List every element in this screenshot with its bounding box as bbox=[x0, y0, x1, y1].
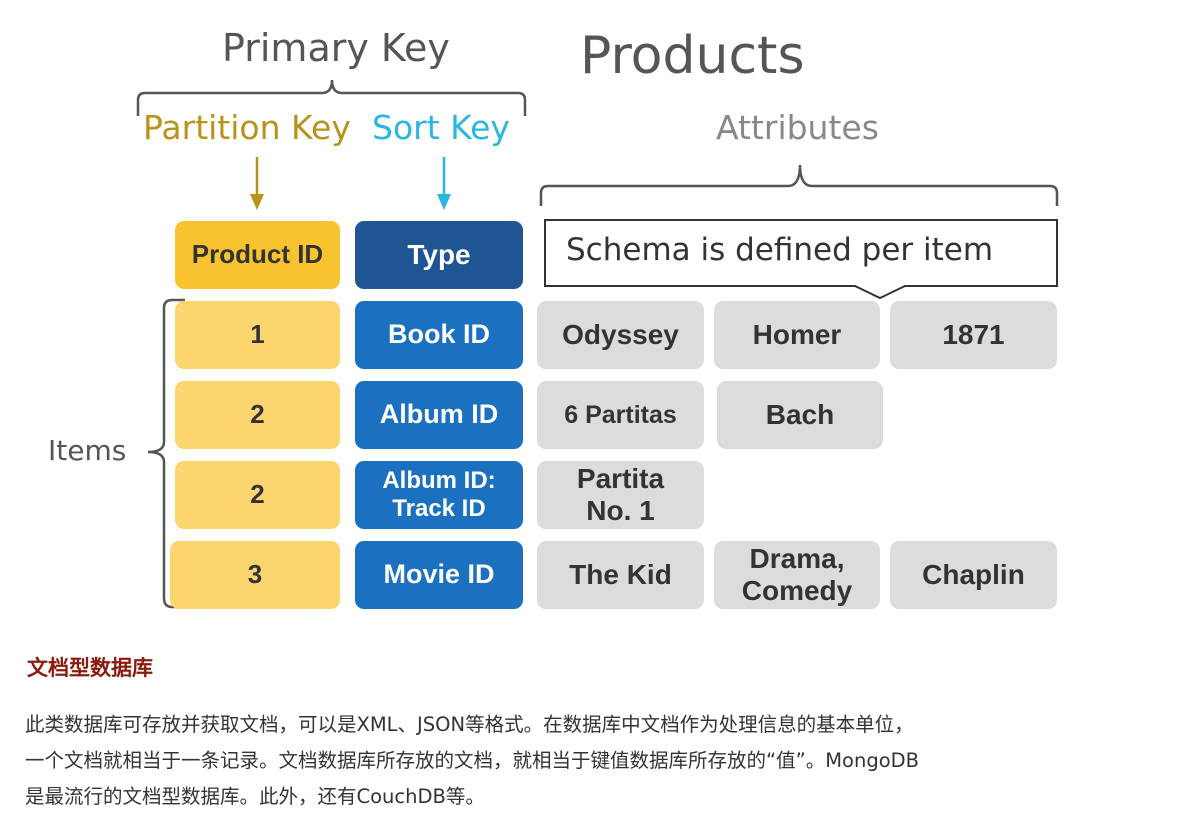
primary-key-label: Primary Key bbox=[222, 26, 450, 70]
row-3-attr-1: Partita No. 1 bbox=[537, 461, 704, 529]
row-4-product-id: 3 bbox=[170, 541, 340, 609]
items-label: Items bbox=[48, 434, 127, 467]
dynamodb-diagram: Primary Key Products Partition Key Sort … bbox=[48, 26, 1059, 609]
attributes-label: Attributes bbox=[716, 108, 879, 147]
row-4-attr-1: The Kid bbox=[537, 541, 704, 609]
primary-key-brace bbox=[136, 79, 527, 116]
diagram-lines bbox=[136, 79, 1059, 609]
sort-key-label: Sort Key bbox=[372, 108, 510, 147]
paragraph-line-2: 一个文档就相当于一条记录。文档数据库所存放的文档，就相当于键值数据库所存放的“值… bbox=[25, 749, 920, 772]
row-1-attr-2: Homer bbox=[714, 301, 880, 369]
row-1-type: Book ID bbox=[355, 301, 523, 369]
row-2-attr-2: Bach bbox=[717, 381, 883, 449]
product-id-header: Product ID bbox=[175, 221, 340, 289]
row-2-type: Album ID bbox=[355, 381, 523, 449]
sort-arrow bbox=[437, 157, 451, 210]
row-1-attr-1: Odyssey bbox=[537, 301, 704, 369]
partition-key-label: Partition Key bbox=[143, 108, 351, 147]
row-3-type: Album ID: Track ID bbox=[355, 461, 523, 529]
row-4-type: Movie ID bbox=[355, 541, 523, 609]
row-2-product-id: 2 bbox=[175, 381, 340, 449]
row-1-product-id: 1 bbox=[175, 301, 340, 369]
diagram-title: Products bbox=[580, 26, 805, 86]
paragraph-line-3: 是最流行的文档型数据库。此外，还有CouchDB等。 bbox=[25, 785, 485, 808]
partition-arrow bbox=[250, 157, 264, 210]
row-4-attr-2: Drama, Comedy bbox=[714, 541, 880, 609]
schema-callout bbox=[544, 219, 1058, 300]
row-1-attr-3: 1871 bbox=[890, 301, 1057, 369]
type-header: Type bbox=[355, 221, 523, 289]
paragraph-line-1: 此类数据库可存放并获取文档，可以是XML、JSON等格式。在数据库中文档作为处理… bbox=[25, 713, 914, 736]
section-heading: 文档型数据库 bbox=[27, 656, 153, 680]
row-2-attr-1: 6 Partitas bbox=[537, 381, 704, 449]
items-brace bbox=[147, 298, 185, 609]
row-4-attr-3: Chaplin bbox=[890, 541, 1057, 609]
row-3-product-id: 2 bbox=[175, 461, 340, 529]
attributes-brace bbox=[539, 164, 1059, 206]
schema-note: Schema is defined per item bbox=[566, 232, 994, 268]
